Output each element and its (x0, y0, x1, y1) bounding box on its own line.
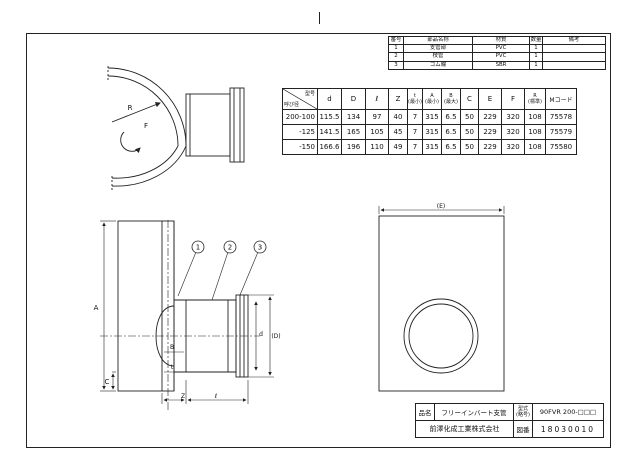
label-A: A (94, 304, 99, 312)
drawing-frame (26, 33, 611, 448)
dim-corner-top: 型号 (304, 91, 315, 97)
label-d: d (259, 331, 263, 338)
parts-header-row: 番号 部品名称 材質 数量 備考 (388, 35, 606, 46)
dim-cell: 75580 (545, 139, 577, 155)
label-t: t (171, 364, 174, 371)
dim-row: -150 166.6 196 110 49 7 315 6.5 50 229 3… (282, 139, 577, 155)
dim-row: 200-100 115.5 134 97 40 7 315 6.5 50 229… (282, 109, 577, 125)
model-value: 90FVR 200-□□□ (532, 403, 604, 421)
parts-cell-note (542, 60, 606, 70)
parts-row: 3 ゴム輪 SBR 1 (388, 60, 606, 70)
label-R: R (128, 104, 133, 112)
dim-cell: 108 (524, 139, 546, 155)
label-C: C (105, 378, 110, 386)
label-F: F (144, 122, 148, 130)
dim-cell: 50 (460, 139, 479, 155)
dim-header: R (標準) (524, 88, 546, 110)
balloon-2-label: 2 (228, 244, 232, 252)
label-D: (D) (271, 333, 280, 340)
balloon-3-label: 3 (258, 244, 262, 252)
product-label: 品名 (415, 403, 435, 421)
drawing-no: 18030010 (532, 420, 604, 438)
label-l: ℓ (214, 393, 217, 400)
corner-diagonal (283, 89, 317, 109)
dim-cell: 315 (422, 139, 442, 155)
dim-cell: 229 (478, 139, 502, 155)
dim-cell: 49 (388, 139, 408, 155)
label-B: B (170, 344, 174, 351)
title-block: 品名 フリーインバート支管 型式 (略号) 90FVR 200-□□□ 前澤化成… (415, 403, 604, 438)
balloon-1-label: 1 (196, 244, 200, 252)
label-E: (E) (437, 203, 445, 210)
arc-side-view (107, 66, 245, 190)
parts-table: 番号 部品名称 材質 数量 備考 1 支管部 PVC 1 2 枝管 PVC 1 … (388, 35, 606, 70)
company-name: 前澤化成工業株式会社 (415, 420, 514, 438)
dim-corner-cell: 型号 呼び径 (282, 88, 318, 110)
parts-header-note: 備考 (542, 35, 606, 46)
parts-row: 1 支管部 PVC 1 (388, 44, 606, 54)
top-center-mark (319, 12, 321, 24)
dim-corner-bottom: 呼び径 (284, 102, 300, 108)
title-row-1: 品名 フリーインバート支管 型式 (略号) 90FVR 200-□□□ (415, 403, 604, 421)
balloon-3 (253, 240, 267, 254)
title-row-2: 前澤化成工業株式会社 図番 18030010 (415, 420, 604, 438)
drawing-no-label: 図番 (513, 420, 533, 438)
model-label: 型式 (略号) (513, 403, 533, 421)
front-view (100, 220, 274, 410)
dimension-table: 型号 呼び径 d D ℓ Z t (最小) A (最小) B (最大) C E … (282, 88, 577, 155)
product-name: フリーインバート支管 (434, 403, 514, 421)
balloon-2 (223, 240, 237, 254)
label-Z: Z (181, 393, 185, 400)
end-view (378, 206, 505, 392)
balloon-1 (191, 240, 205, 254)
